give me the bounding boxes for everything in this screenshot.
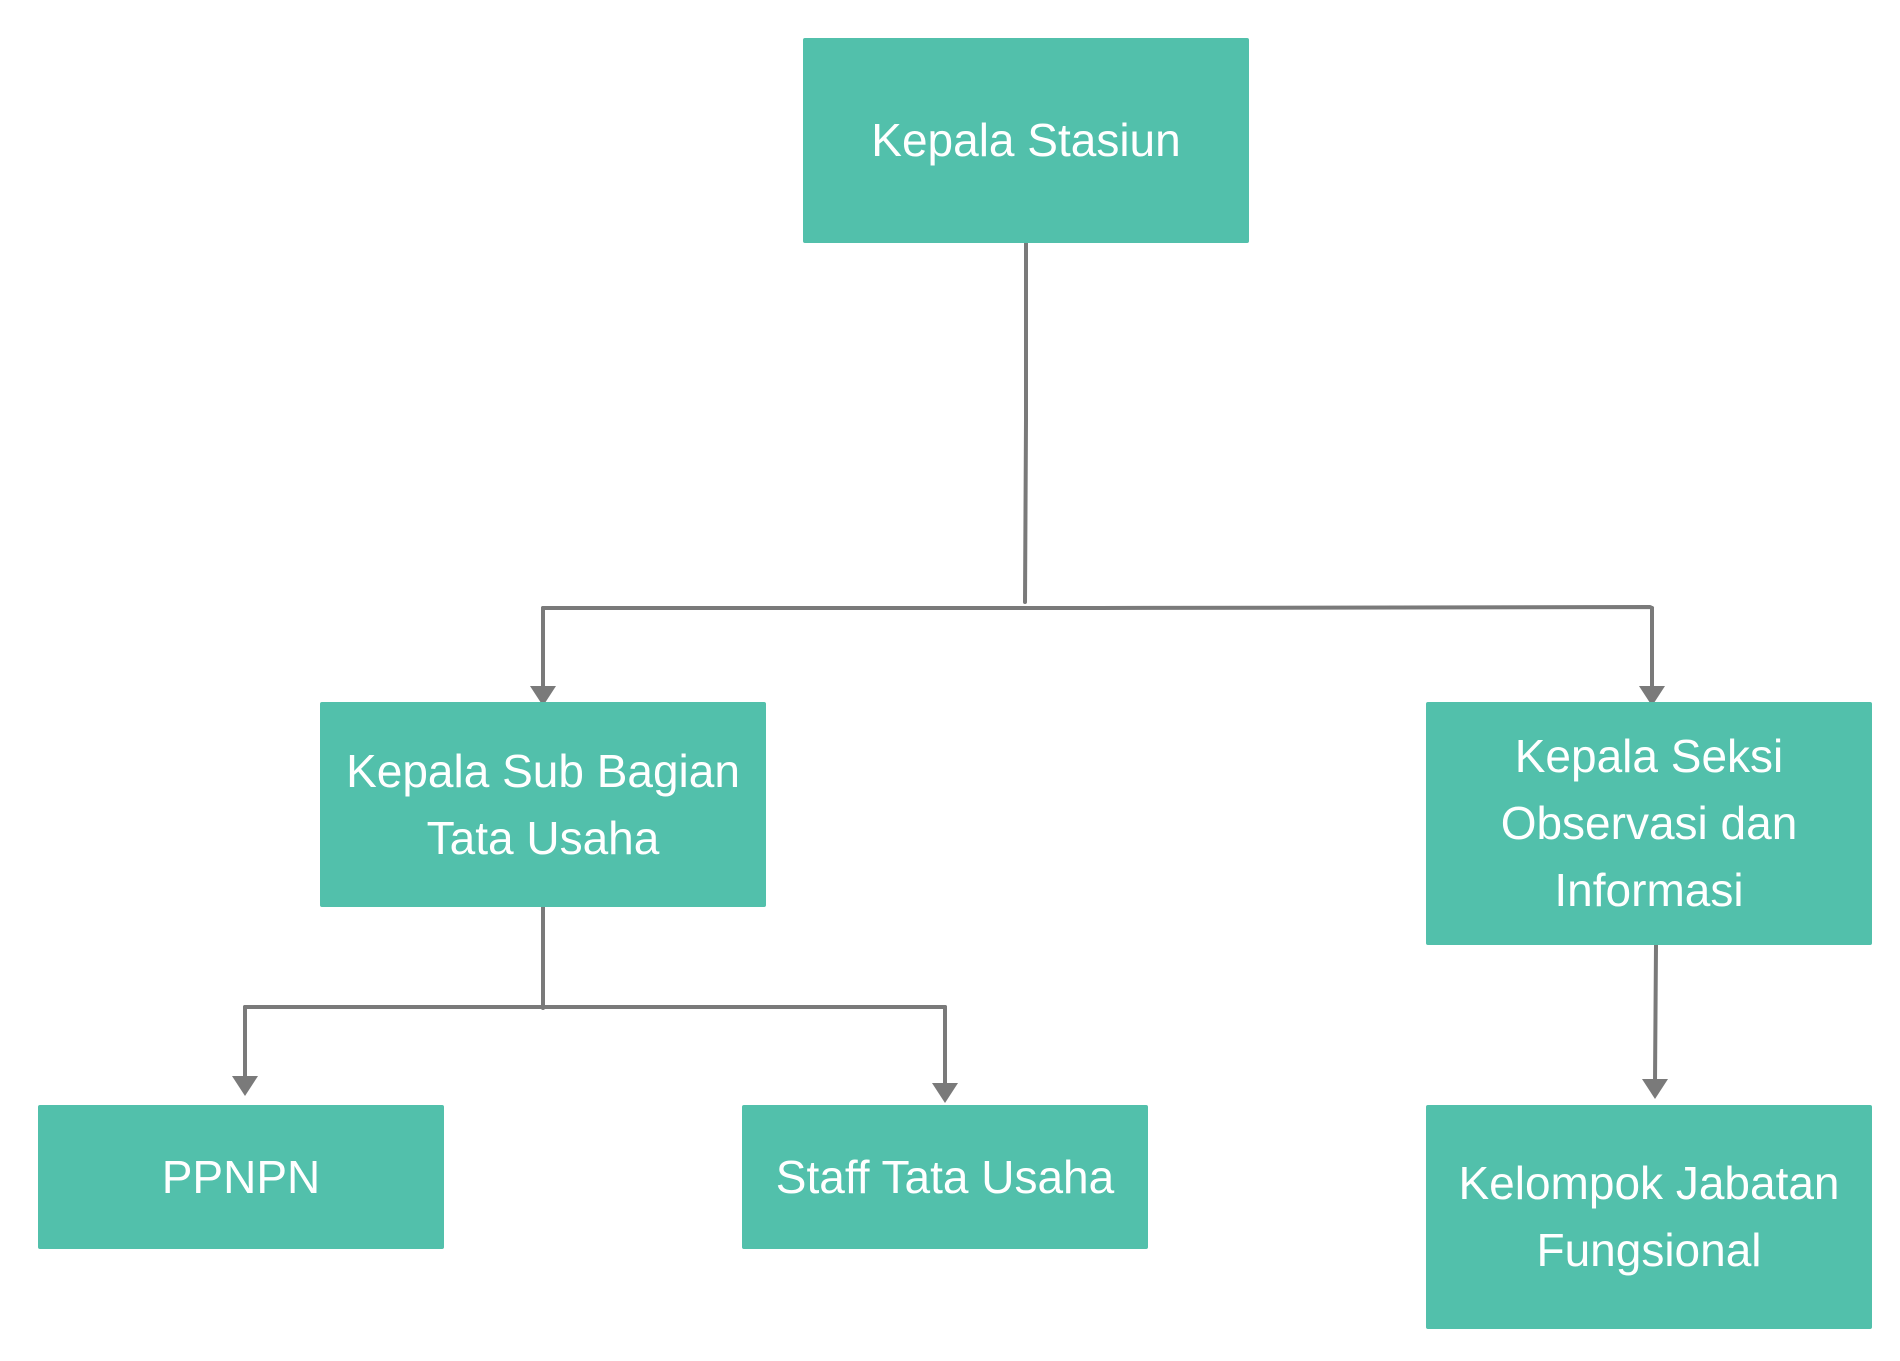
node-kepala-sub-bagian-tata-usaha: Kepala Sub Bagian Tata Usaha	[320, 702, 766, 907]
node-label: Staff Tata Usaha	[775, 1150, 1115, 1203]
node-label: Kepala Sub Bagian Tata Usaha	[346, 744, 740, 864]
node-label: Kepala Stasiun	[871, 114, 1181, 167]
node-ppnpn: PPNPN	[38, 1105, 444, 1249]
node-label: Kepala Seksi Observasi dan Informasi	[1500, 730, 1798, 916]
connector-to-jafung	[1653, 943, 1658, 1084]
node-kepala-seksi-observasi-informasi: Kepala Seksi Observasi dan Informasi	[1426, 702, 1872, 945]
connector-root-trunk	[1023, 241, 1028, 604]
node-label: Kelompok Jabatan Fungsional	[1458, 1157, 1840, 1276]
arrowhead-kasi	[1639, 686, 1665, 706]
arrowhead-jafung	[1642, 1079, 1668, 1099]
arrowhead-kasubbag	[530, 686, 556, 706]
node-staff-tata-usaha: Staff Tata Usaha	[742, 1105, 1148, 1249]
connector-root-bar	[541, 605, 1654, 610]
node-label: PPNPN	[161, 1150, 321, 1203]
node-kepala-stasiun: Kepala Stasiun	[803, 38, 1249, 243]
node-kelompok-jabatan-fungsional: Kelompok Jabatan Fungsional	[1426, 1105, 1872, 1329]
arrowhead-staff	[932, 1083, 958, 1103]
arrowhead-ppnpn	[232, 1076, 258, 1096]
